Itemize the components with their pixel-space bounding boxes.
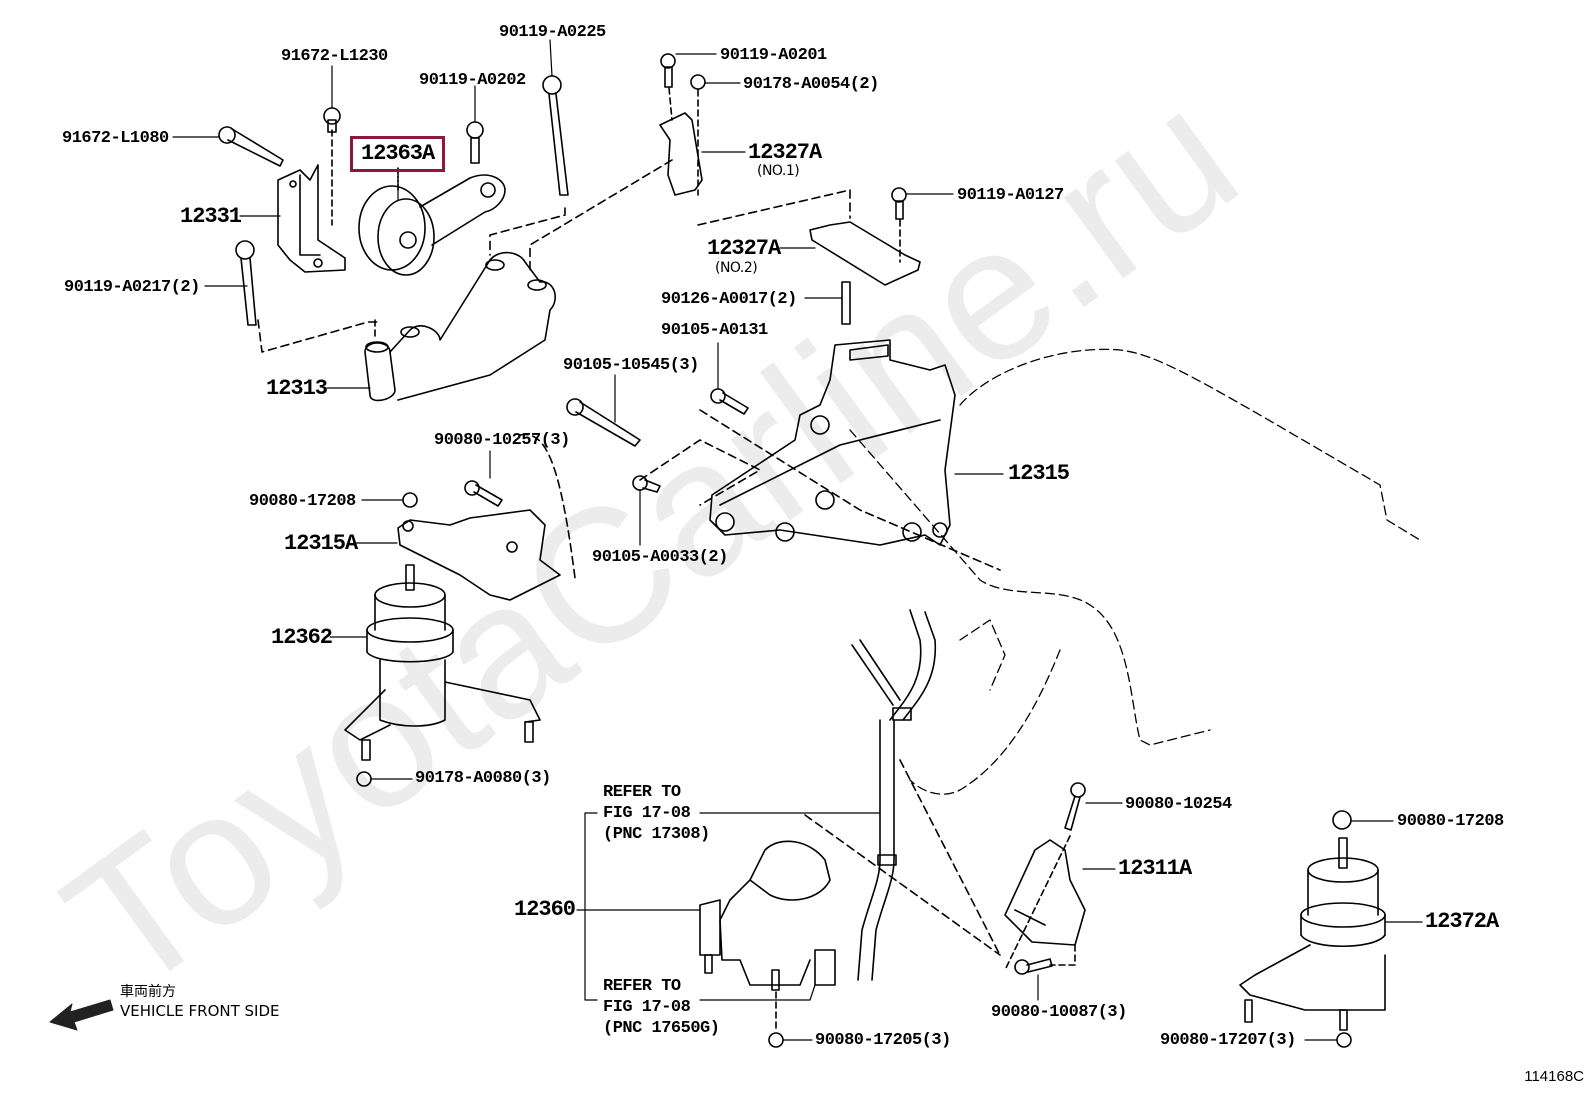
part-label-note: (NO.2) bbox=[715, 260, 758, 276]
part-12360-mount bbox=[699, 814, 1001, 1048]
vehicle-front-label-jp: 車両前方 bbox=[120, 984, 176, 1000]
part-label[interactable]: 12360 bbox=[514, 897, 576, 922]
part-label[interactable]: 90126-A0017(2) bbox=[661, 290, 797, 309]
bolt-90105-10545 bbox=[566, 398, 641, 447]
part-label[interactable]: 90105-A0033(2) bbox=[592, 548, 728, 567]
part-12362-mount bbox=[344, 564, 541, 787]
part-label[interactable]: 12327A bbox=[748, 140, 822, 165]
part-label-note: (NO.1) bbox=[757, 163, 800, 179]
reference-note-lower[interactable]: REFER TO FIG 17-08 (PNC 17650G) bbox=[603, 977, 720, 1038]
part-label[interactable]: 90119-A0225 bbox=[499, 23, 606, 42]
part-label[interactable]: 90080-10257(3) bbox=[434, 431, 570, 450]
part-label[interactable]: 90105-A0131 bbox=[661, 321, 768, 340]
part-label[interactable]: 90080-10087(3) bbox=[991, 1003, 1127, 1022]
bolt-91672-L1080 bbox=[218, 126, 284, 167]
part-12331-bracket bbox=[277, 129, 346, 273]
hose-assembly bbox=[851, 609, 937, 981]
part-label[interactable]: 12362 bbox=[271, 625, 333, 650]
part-12327A-no1 bbox=[659, 53, 851, 226]
figure-id: 114168C bbox=[1524, 1068, 1584, 1085]
part-label[interactable]: 12315A bbox=[284, 531, 358, 556]
part-12372A-mount bbox=[1239, 810, 1386, 1048]
part-label[interactable]: 90080-10254 bbox=[1125, 795, 1232, 814]
part-label[interactable]: 90119-A0217(2) bbox=[64, 278, 200, 297]
vehicle-front-indicator: 車両前方 VEHICLE FRONT SIDE bbox=[120, 983, 280, 1021]
part-label[interactable]: 90119-A0201 bbox=[720, 46, 827, 65]
reference-note-upper[interactable]: REFER TO FIG 17-08 (PNC 17308) bbox=[603, 783, 710, 844]
leader-lines bbox=[172, 39, 1423, 1041]
part-label[interactable]: 90119-A0202 bbox=[419, 71, 526, 90]
part-12315-bracket bbox=[639, 339, 1001, 571]
part-label[interactable]: 12311A bbox=[1118, 856, 1192, 881]
part-12327A-no2 bbox=[809, 187, 921, 286]
highlighted-part-label[interactable]: 12363A bbox=[350, 136, 446, 172]
part-12311A-bracket bbox=[899, 759, 1086, 975]
part-label[interactable]: 12331 bbox=[180, 204, 242, 229]
part-label[interactable]: 90080-17208 bbox=[1397, 812, 1504, 831]
part-label[interactable]: 90178-A0080(3) bbox=[415, 769, 551, 788]
bolt-90105-A0131 bbox=[710, 388, 749, 415]
part-label[interactable]: 90080-17208 bbox=[249, 492, 356, 511]
part-label[interactable]: 90119-A0127 bbox=[957, 186, 1064, 205]
part-label[interactable]: 90080-17205(3) bbox=[815, 1031, 951, 1050]
part-label[interactable]: 91672-L1080 bbox=[62, 129, 169, 148]
part-label[interactable]: 90105-10545(3) bbox=[563, 356, 699, 375]
part-label[interactable]: 12313 bbox=[266, 376, 328, 401]
bolt-90119-A0217 bbox=[235, 240, 257, 326]
engine-outline bbox=[849, 348, 1421, 795]
part-label[interactable]: 12327A bbox=[707, 236, 781, 261]
part-label[interactable]: 12372A bbox=[1425, 909, 1499, 934]
bolt-90119-A0225 bbox=[489, 75, 673, 271]
part-label[interactable]: 12315 bbox=[1008, 461, 1070, 486]
part-12315A-bracket bbox=[397, 433, 576, 601]
part-label[interactable]: 90178-A0054(2) bbox=[743, 75, 879, 94]
bolt-90105-A0033 bbox=[632, 475, 661, 493]
vehicle-front-label-en: VEHICLE FRONT SIDE bbox=[120, 1002, 280, 1020]
bolt-91672-L1230 bbox=[323, 107, 341, 133]
stud-90126-A0017 bbox=[841, 281, 851, 325]
arrow-left-icon bbox=[49, 999, 114, 1031]
part-12363A-torque-rod bbox=[358, 167, 506, 276]
part-label[interactable]: 90080-17207(3) bbox=[1160, 1031, 1296, 1050]
part-label[interactable]: 91672-L1230 bbox=[281, 47, 388, 66]
part-12313-bracket bbox=[257, 251, 556, 402]
bolt-90119-A0202 bbox=[466, 121, 484, 164]
